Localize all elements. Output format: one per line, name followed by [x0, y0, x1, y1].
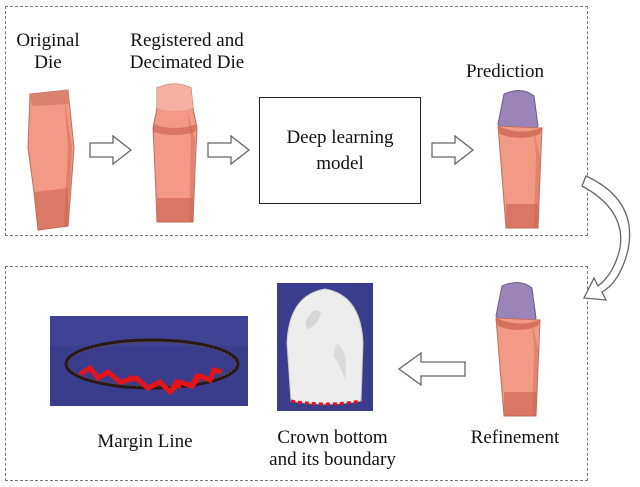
original-die-icon — [27, 89, 75, 231]
registered-die-label: Registered and Decimated Die — [129, 30, 245, 73]
deep-learning-model-box: Deep learning model — [259, 97, 421, 204]
model-label-line1: Deep learning — [286, 126, 394, 148]
prediction-die-icon — [497, 90, 543, 229]
crown-bottom-label: Crown bottom and its boundary — [269, 427, 396, 470]
registered-die-icon — [152, 83, 198, 223]
crown-bottom-image — [277, 283, 373, 411]
margin-line-label: Margin Line — [97, 431, 193, 452]
curved-down-arrow-icon — [581, 175, 631, 301]
original-die-label: Original Die — [16, 30, 80, 73]
refinement-die-icon — [495, 282, 541, 417]
arrow-right-3-icon — [431, 134, 475, 166]
top-stage-box — [5, 6, 588, 236]
margin-line-image — [50, 316, 248, 406]
prediction-label: Prediction — [465, 61, 545, 82]
arrow-left-icon — [397, 351, 466, 387]
refinement-label: Refinement — [470, 427, 560, 448]
bottom-stage-box — [5, 266, 588, 481]
arrow-right-2-icon — [207, 134, 251, 166]
model-label-line2: model — [316, 152, 364, 174]
arrow-right-1-icon — [89, 134, 133, 166]
